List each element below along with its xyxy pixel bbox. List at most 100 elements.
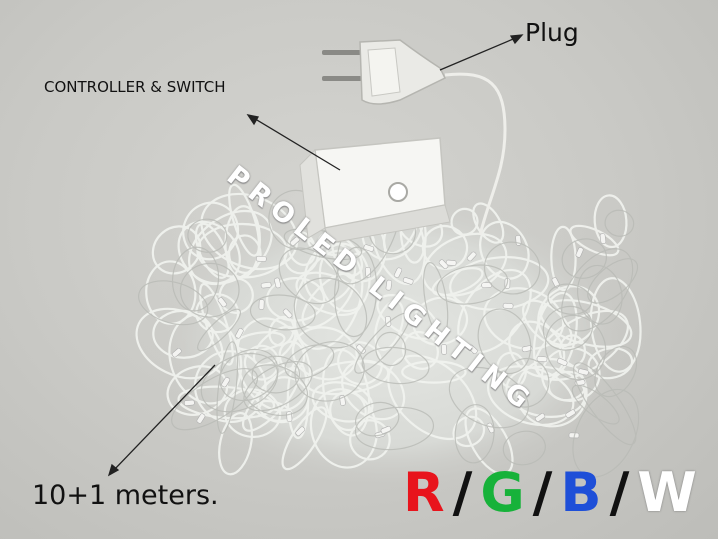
annotation-arrows [107,34,524,477]
wire-loop [604,209,635,237]
wire-loop [337,341,383,386]
wire-loop [168,312,243,405]
wire-loop [547,283,593,315]
wire-loop [241,364,309,417]
controller-switch-label: CONTROLLER & SWITCH [44,78,226,96]
led-bulb [393,267,403,278]
led-bulb [599,233,607,244]
wire-loop [561,248,634,332]
wire-loop [572,388,640,478]
wire-loop [502,430,546,466]
led-bulb [521,345,533,353]
led-bulb [535,413,546,422]
wire-loop [355,401,400,437]
led-bulb [468,344,478,355]
wire-loop [317,231,364,277]
led-bulb [363,244,375,252]
wire-loop [265,276,326,322]
wire-loop [334,246,378,338]
wire-loop [374,299,405,351]
plug [322,39,447,105]
led-bulb [578,368,589,376]
wire-loop [487,365,575,426]
wire-loop [249,294,316,331]
led-bulb [217,297,227,308]
wire-loop [354,406,435,451]
led-bulb [286,411,293,422]
wire-loop [171,246,220,312]
led-bulb [441,344,447,355]
led-bulb [402,277,414,285]
wire-loop [354,312,410,374]
wire-loop [448,366,529,429]
separator: / [532,461,553,524]
led-bulb [282,308,293,319]
switch-button [388,182,408,202]
led-bulb [274,277,282,289]
wire-loop [152,309,214,359]
wire-loop [228,234,262,274]
separator: / [609,461,630,524]
led-bulb [385,279,393,291]
wire-loop [483,241,541,295]
led-bulb [445,259,457,266]
wire-loop [309,388,378,469]
wire-loop [593,194,628,249]
separator: / [452,461,473,524]
wire-loop [577,264,623,325]
led-bulb [196,413,206,424]
wire-loop [138,280,209,326]
led-bulb [536,356,548,363]
color-letter-blue: B [560,461,602,524]
wire-loop [223,388,282,438]
wire-loop [200,352,279,413]
wire-loop [587,258,639,304]
wire-loop [243,344,280,381]
wire-loop [294,341,365,402]
wire-loop [179,262,240,318]
wire-loop [412,296,469,346]
wire-loop [218,277,254,314]
wire-loop [573,362,637,446]
wire-loop [322,348,371,437]
wire-loop [561,238,607,279]
wire-loop [454,404,495,464]
wire-tangle [150,190,630,490]
wire-loop [464,407,514,476]
wire-loop [218,411,254,476]
plug-cable [444,72,507,236]
wire-loop [387,354,478,441]
led-bulb [235,328,244,339]
wire-loop [589,277,642,373]
led-bulb [565,409,576,419]
wire-loop [187,218,228,253]
length-label: 10+1 meters. [32,480,219,511]
color-options: R/G/B/W [403,466,697,520]
wire-loop [291,326,358,381]
wire-loop [199,282,234,366]
wire-loop [401,330,440,370]
controller-box [299,137,451,244]
wire-loop [477,308,532,375]
color-letter-red: R [403,461,445,524]
led-bulb [171,348,182,358]
wire-loop [251,355,301,394]
wire-loop [171,368,259,431]
led-bulb [356,344,366,354]
wire-loop [151,225,202,275]
led-bulb [258,299,265,310]
wire-loop [283,237,320,275]
wire-loop [375,331,407,367]
wire-loop [311,381,374,423]
led-bulb [575,247,584,258]
wire-loop [422,262,449,337]
led-bulb [502,302,514,309]
led-bulb [295,426,306,436]
color-letter-green: G [480,461,525,524]
wire-loop [550,225,577,292]
color-letter-white: W [637,461,697,524]
wire-loop [594,345,638,398]
wire-loop [571,384,620,425]
